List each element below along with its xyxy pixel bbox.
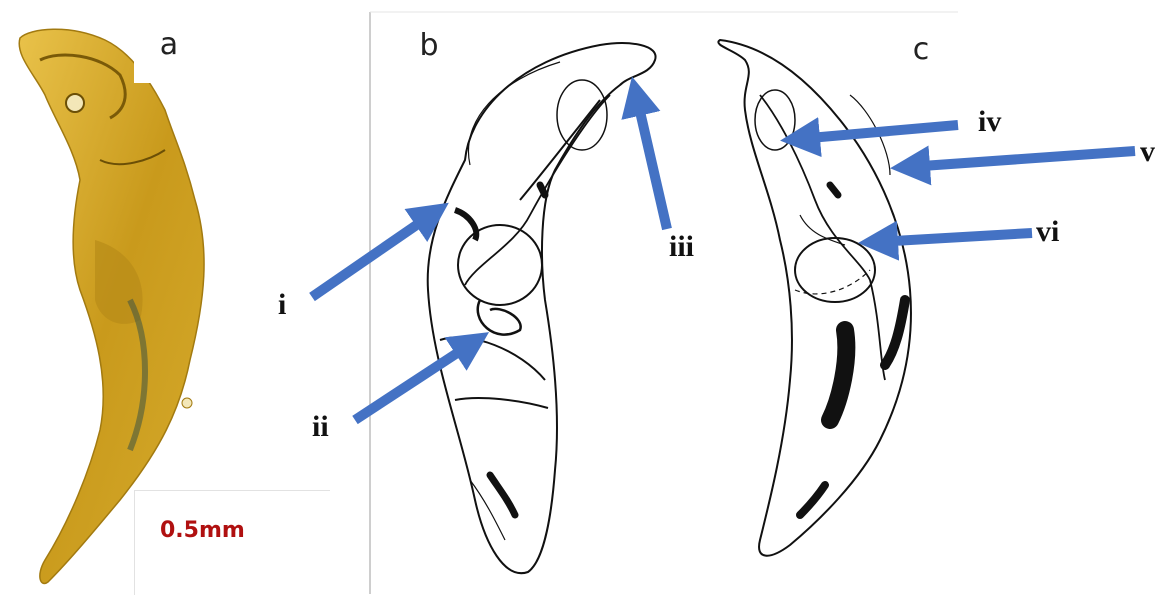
panel-label-a: a [134, 5, 204, 83]
scale-bar-label: 0.5mm [160, 518, 245, 543]
annotation-label-iii: iii [669, 230, 694, 264]
panel-label-c: c [888, 18, 954, 80]
arrow-i [312, 213, 434, 297]
arrow-ii [355, 342, 474, 420]
arrow-iv [798, 125, 958, 139]
arrow-iii [636, 94, 667, 229]
arrow-v [908, 151, 1135, 167]
drawing-c [718, 40, 911, 556]
annotation-label-i: i [278, 288, 286, 322]
drawing-b [428, 43, 656, 573]
panel-label-b: b [394, 14, 464, 76]
annotation-label-v: v [1140, 135, 1155, 169]
annotation-label-ii: ii [312, 410, 329, 444]
annotation-label-vi: vi [1036, 215, 1059, 249]
annotation-label-iv: iv [978, 105, 1001, 139]
